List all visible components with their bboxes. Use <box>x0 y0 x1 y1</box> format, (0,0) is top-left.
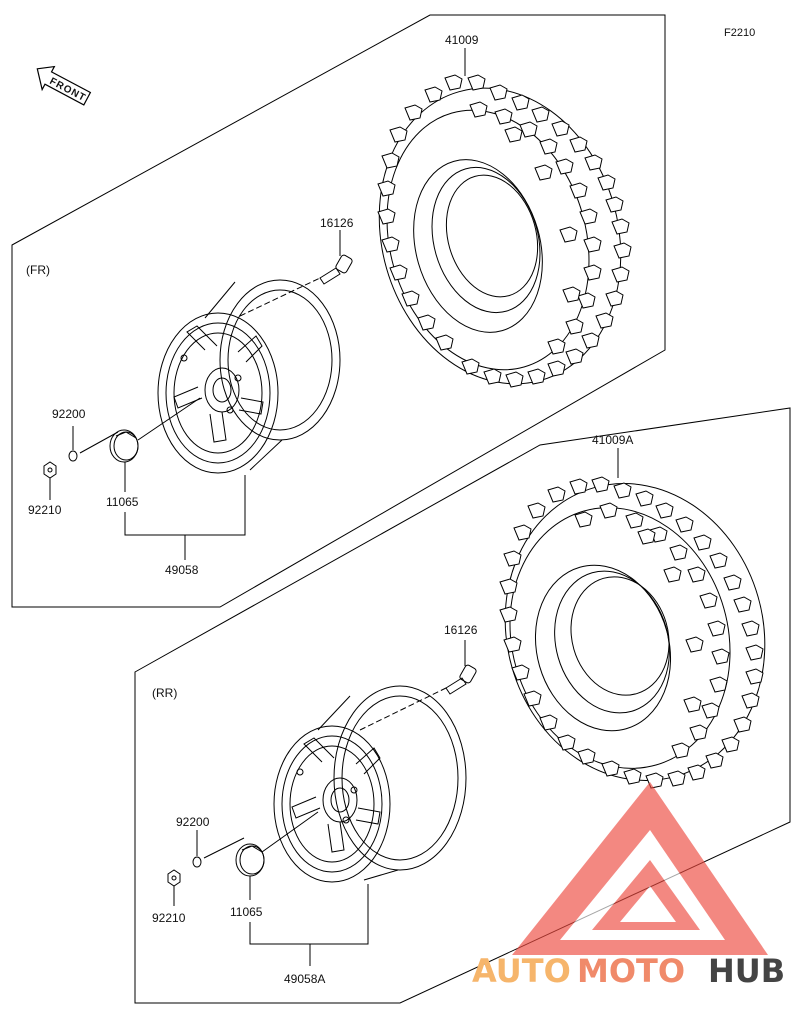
front-cap-label: 11065 <box>106 495 139 509</box>
rear-section-panel <box>134 407 791 1004</box>
front-section-tag: (FR) <box>26 263 50 277</box>
rear-tire-label: 41009A <box>592 433 633 447</box>
rear-valve-stem[interactable] <box>445 664 477 695</box>
rear-cap-label: 11065 <box>230 905 263 919</box>
svg-text:MOTO: MOTO <box>577 952 685 990</box>
front-valve-stem[interactable] <box>319 254 353 285</box>
rear-section-tag: (RR) <box>152 686 177 700</box>
front-washer-label: 92200 <box>52 407 86 421</box>
svg-text:HUB: HUB <box>708 952 785 990</box>
front-nut[interactable] <box>43 461 57 479</box>
front-tire-label: 41009 <box>445 33 479 47</box>
front-section-panel <box>11 14 666 608</box>
front-washer[interactable] <box>68 450 78 462</box>
rear-cap[interactable] <box>235 843 265 877</box>
front-wheel[interactable] <box>157 277 341 474</box>
svg-text:AUTO: AUTO <box>472 952 571 990</box>
rear-valve-label: 16126 <box>444 623 478 637</box>
front-valve-label: 16126 <box>320 216 354 230</box>
rear-washer[interactable] <box>192 856 202 868</box>
watermark-logo-icon <box>512 782 768 955</box>
rear-wheel[interactable] <box>273 685 467 883</box>
rear-tire[interactable] <box>471 453 800 812</box>
front-arrow-icon: FRONT <box>36 65 92 106</box>
rear-wheel-label: 49058A <box>284 972 325 986</box>
watermark-wordmark: AUTO MOTO HUB <box>472 952 785 990</box>
diagram-code: F2210 <box>724 27 755 39</box>
front-cap[interactable] <box>109 429 139 463</box>
rear-washer-label: 92200 <box>176 815 210 829</box>
front-tire[interactable] <box>345 59 655 412</box>
rear-nut[interactable] <box>167 869 181 887</box>
front-nut-label: 92210 <box>28 503 62 517</box>
rear-nut-label: 92210 <box>152 911 186 925</box>
front-wheel-label: 49058 <box>165 563 199 577</box>
